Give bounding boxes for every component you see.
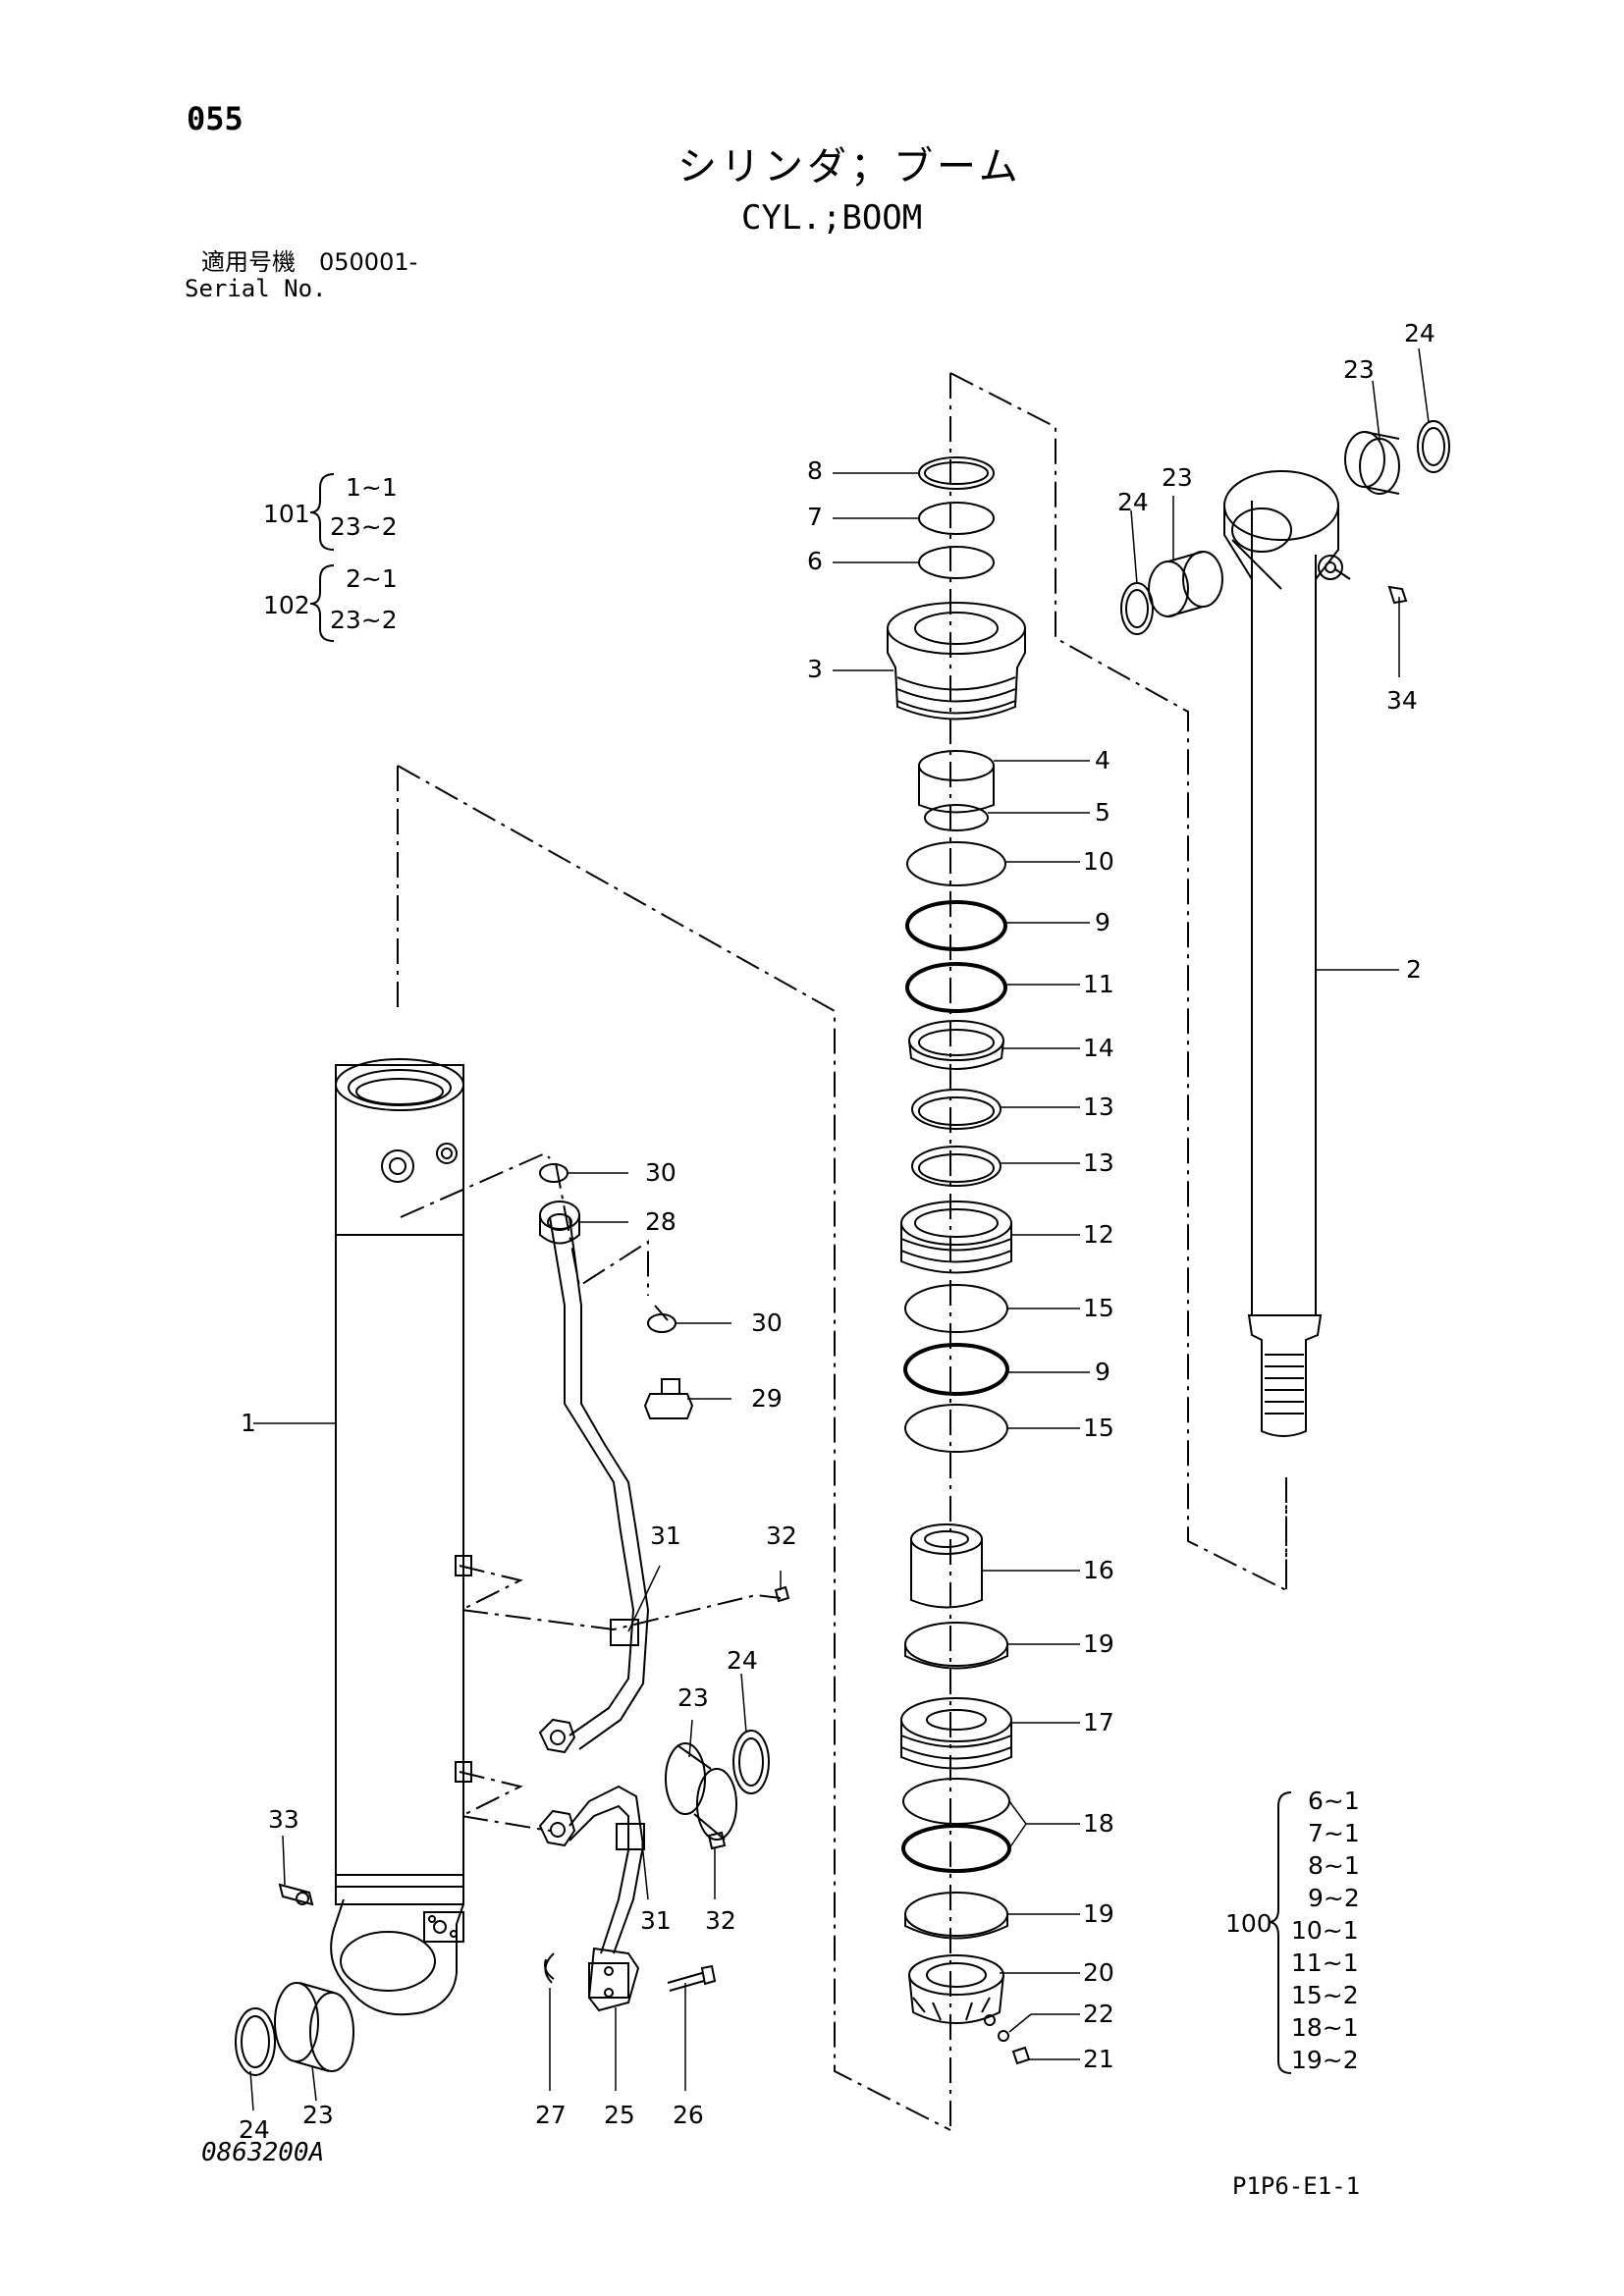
callout-10: 10 bbox=[1083, 847, 1114, 876]
callout-12: 12 bbox=[1083, 1220, 1114, 1249]
serial-no-label: Serial No. bbox=[185, 275, 327, 302]
kit-102: 102 2~1 23~2 bbox=[263, 564, 398, 642]
kit-100: 100 6~1 7~1 8~1 9~2 10~1 11~1 15~2 18~1 … bbox=[1225, 1787, 1360, 2074]
callout-13-a: 13 bbox=[1083, 1093, 1114, 1121]
callout-29: 29 bbox=[751, 1384, 783, 1413]
callout-15-a: 15 bbox=[1083, 1294, 1114, 1322]
kit-100-line-3: 8~1 bbox=[1308, 1851, 1360, 1880]
callout-28: 28 bbox=[645, 1207, 677, 1236]
callout-26: 26 bbox=[673, 2101, 704, 2129]
callout-18: 18 bbox=[1083, 1809, 1114, 1838]
kit-101-line-1: 1~1 bbox=[346, 473, 398, 502]
callout-14: 14 bbox=[1083, 1034, 1114, 1062]
callout-21: 21 bbox=[1083, 2045, 1114, 2073]
kit-100-line-4: 9~2 bbox=[1308, 1884, 1360, 1912]
callout-34: 34 bbox=[1386, 686, 1418, 715]
title-english: CYL.;BOOM bbox=[741, 198, 923, 238]
callout-24-a: 24 bbox=[1404, 319, 1435, 347]
kit-100-line-8: 18~1 bbox=[1291, 2013, 1359, 2042]
kit-100-line-1: 6~1 bbox=[1308, 1787, 1360, 1815]
kit-100-line-5: 10~1 bbox=[1291, 1916, 1359, 1945]
callout-9-a: 9 bbox=[1095, 908, 1110, 936]
callout-24-c: 24 bbox=[727, 1646, 758, 1675]
kit-100-line-7: 15~2 bbox=[1291, 1981, 1359, 2009]
callout-11: 11 bbox=[1083, 970, 1114, 998]
cylinder-tube bbox=[330, 1058, 472, 2016]
callout-3: 3 bbox=[807, 655, 823, 683]
callout-30-b: 30 bbox=[751, 1308, 783, 1337]
piston-rod bbox=[1120, 420, 1450, 1437]
small-parts bbox=[235, 1163, 790, 2076]
callout-7: 7 bbox=[807, 503, 823, 531]
callout-23-b: 23 bbox=[1162, 463, 1193, 492]
pipe-upper bbox=[538, 1201, 650, 1754]
callout-30-a: 30 bbox=[645, 1158, 677, 1187]
callout-17: 17 bbox=[1083, 1708, 1114, 1736]
callout-2: 2 bbox=[1406, 955, 1422, 984]
callout-25: 25 bbox=[604, 2101, 635, 2129]
serial-applicable-label: 適用号機 050001- bbox=[201, 248, 418, 276]
kit-100-id: 100 bbox=[1225, 1909, 1272, 1938]
kit-101-id: 101 bbox=[263, 500, 310, 528]
callout-9-b: 9 bbox=[1095, 1358, 1110, 1386]
callout-33: 33 bbox=[268, 1805, 299, 1834]
callout-16: 16 bbox=[1083, 1556, 1114, 1584]
callout-23-c: 23 bbox=[677, 1683, 709, 1712]
callout-22: 22 bbox=[1083, 2000, 1114, 2028]
kit-101-line-2: 23~2 bbox=[330, 512, 398, 541]
page-reference: P1P6-E1-1 bbox=[1232, 2172, 1361, 2200]
assembly-lines bbox=[397, 372, 1287, 2131]
callout-5: 5 bbox=[1095, 798, 1110, 827]
callout-1: 1 bbox=[241, 1409, 256, 1437]
callout-31-a: 31 bbox=[650, 1522, 681, 1550]
kit-102-id: 102 bbox=[263, 591, 310, 619]
page-number: 055 bbox=[187, 100, 244, 137]
callout-6: 6 bbox=[807, 547, 823, 575]
kit-101: 101 1~1 23~2 bbox=[263, 473, 398, 551]
pipe-lower bbox=[538, 1785, 645, 2012]
callout-labels: 8 7 6 3 4 5 10 9 11 14 13 13 12 15 9 15 … bbox=[239, 319, 1435, 2144]
callout-31-b: 31 bbox=[640, 1906, 672, 1935]
rod-head-stack bbox=[887, 456, 1031, 2065]
callout-19-b: 19 bbox=[1083, 1899, 1114, 1928]
callout-24-d: 24 bbox=[239, 2115, 270, 2144]
callout-32-a: 32 bbox=[766, 1522, 797, 1550]
callout-8: 8 bbox=[807, 456, 823, 485]
callout-23-d: 23 bbox=[302, 2101, 334, 2129]
callout-23-a: 23 bbox=[1343, 355, 1375, 384]
callout-19-a: 19 bbox=[1083, 1629, 1114, 1658]
callout-27: 27 bbox=[535, 2101, 567, 2129]
kit-100-line-6: 11~1 bbox=[1291, 1949, 1359, 1977]
kit-102-line-2: 23~2 bbox=[330, 606, 398, 634]
callout-32-b: 32 bbox=[705, 1906, 736, 1935]
callout-24-b: 24 bbox=[1117, 488, 1149, 516]
title-japanese: シリンダ；ブーム bbox=[677, 144, 1022, 189]
kit-100-line-2: 7~1 bbox=[1308, 1819, 1360, 1847]
callout-13-b: 13 bbox=[1083, 1148, 1114, 1177]
callout-15-b: 15 bbox=[1083, 1414, 1114, 1442]
callout-20: 20 bbox=[1083, 1958, 1114, 1987]
callout-4: 4 bbox=[1095, 746, 1110, 774]
kit-102-line-1: 2~1 bbox=[346, 564, 398, 593]
leader-lines bbox=[249, 347, 1430, 2111]
kit-100-line-9: 19~2 bbox=[1291, 2046, 1359, 2074]
drawing-number: 0863200A bbox=[201, 2138, 325, 2167]
